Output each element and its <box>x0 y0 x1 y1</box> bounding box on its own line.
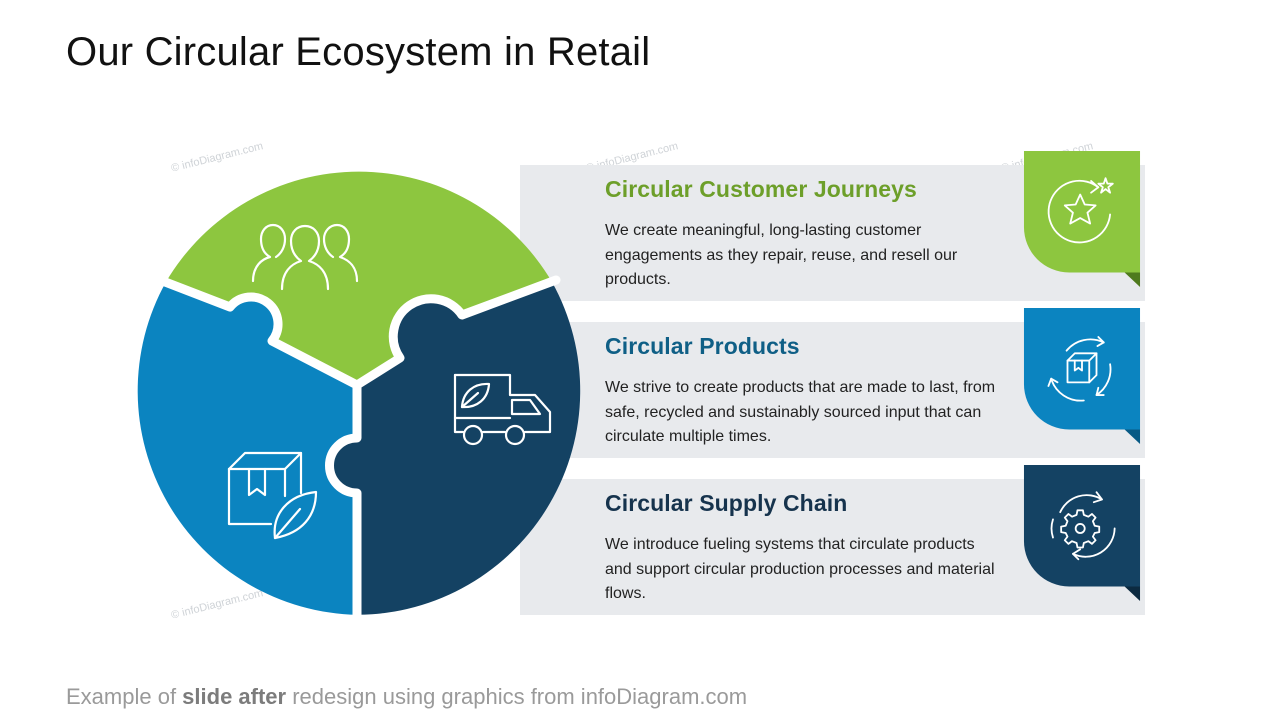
footer-prefix: Example of <box>66 684 183 709</box>
item-description: We strive to create products that are ma… <box>605 379 996 445</box>
item-description: We create meaningful, long-lasting custo… <box>605 222 958 288</box>
puzzle-piece-light-blue <box>137 282 358 615</box>
people-icon <box>251 223 359 291</box>
item-title: Circular Customer Journeys <box>605 176 917 202</box>
item-title: Circular Supply Chain <box>605 490 848 516</box>
gear-cycle-icon <box>1050 491 1116 561</box>
item-customer-journeys: Circular Customer Journeys We create mea… <box>605 176 1005 293</box>
star-cycle-icon <box>1047 177 1114 244</box>
slide-title: Our Circular Ecosystem in Retail <box>66 30 651 74</box>
box-leaf-icon <box>227 451 318 540</box>
footer-suffix: redesign using graphics from infoDiagram… <box>286 684 748 709</box>
box-cycle-icon <box>1047 336 1112 402</box>
icon-tab-1 <box>1018 151 1146 287</box>
icon-tab-3 <box>1018 465 1146 601</box>
eco-truck-icon <box>453 373 552 446</box>
item-description: We introduce fueling systems that circul… <box>605 536 995 602</box>
item-products: Circular Products We strive to create pr… <box>605 333 1005 450</box>
puzzle-piece-green <box>165 171 553 385</box>
footer-bold: slide after <box>182 684 287 709</box>
footer-caption: Example of slide after redesign using gr… <box>66 684 747 710</box>
item-title: Circular Products <box>605 333 800 359</box>
icon-tab-2 <box>1018 308 1146 444</box>
item-supply-chain: Circular Supply Chain We introduce fueli… <box>605 490 1005 607</box>
puzzle-seams <box>155 275 561 623</box>
